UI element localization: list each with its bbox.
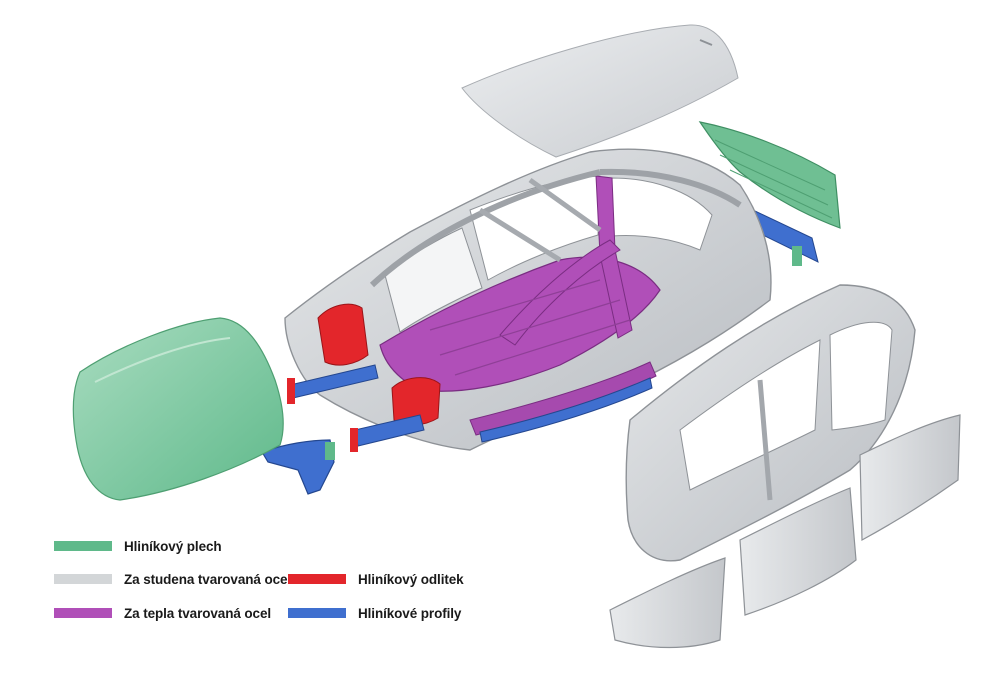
front-longitudinal-lower — [350, 414, 425, 452]
legend-label: Za tepla tvarovaná ocel — [124, 605, 272, 621]
front-fender — [609, 557, 726, 649]
roof-panel — [461, 24, 739, 158]
hood-panel — [72, 317, 284, 501]
legend-item-hot-formed-steel: Za tepla tvarovaná ocel — [54, 603, 271, 623]
legend-item-cold-formed-steel: Za studena tvarovaná ocel — [54, 569, 291, 589]
legend-label: Hliníkové profily — [358, 605, 462, 621]
legend-swatch — [54, 541, 112, 551]
front-shock-tower-casting-left — [317, 303, 369, 366]
legend-label: Za studena tvarovaná ocel — [124, 571, 292, 587]
legend-item-aluminium-casting: Hliníkový odlitek — [288, 569, 464, 589]
legend-swatch — [288, 574, 346, 584]
side-body-frame — [625, 284, 916, 562]
rear-door — [859, 414, 961, 541]
legend-swatch — [288, 608, 346, 618]
rear-panel-aluminium — [698, 121, 841, 229]
legend-label: Hliníkový odlitek — [358, 571, 464, 587]
legend-item-aluminium-profiles: Hliníkové profily — [288, 603, 461, 623]
legend-label: Hliníkový plech — [124, 538, 222, 554]
legend-swatch — [54, 608, 112, 618]
front-door — [739, 487, 857, 616]
legend-swatch — [54, 574, 112, 584]
legend-item-aluminium-sheet: Hliníkový plech — [54, 536, 222, 556]
